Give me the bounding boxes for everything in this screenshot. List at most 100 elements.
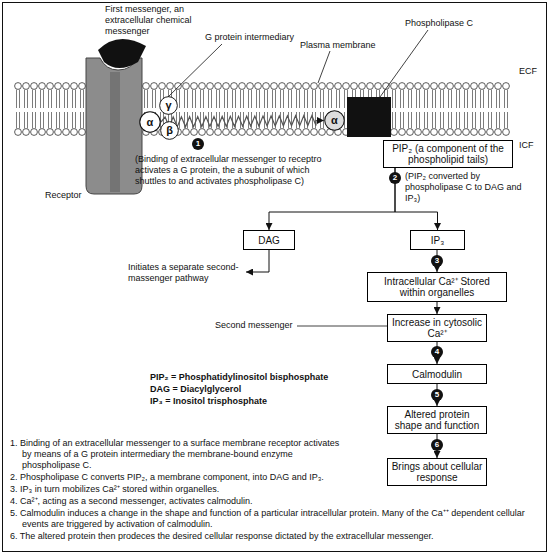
lipid-head <box>303 129 310 136</box>
lipid-tail <box>464 90 465 109</box>
lipid-tail <box>179 90 180 109</box>
list-item: 4. Ca²⁺, acting as a second messenger, a… <box>10 496 540 507</box>
lipid-head <box>183 129 190 136</box>
circle-shape <box>160 97 178 115</box>
flow-arrow <box>161 116 324 127</box>
lipid-tail <box>480 90 481 109</box>
lipid-tail <box>296 90 297 109</box>
lipid-tail <box>59 112 60 129</box>
lipid-tail <box>331 90 332 109</box>
lipid-head <box>351 83 358 90</box>
lipid-tail <box>275 90 276 109</box>
callout-number: 1 <box>192 138 204 150</box>
lipid-tail <box>27 90 28 109</box>
lipid-head <box>167 83 174 90</box>
lipid-tail <box>427 112 428 129</box>
lipid-tail <box>40 112 41 129</box>
list-item: 5. Calmodulin induces a change in the sh… <box>10 508 540 530</box>
lipid-head <box>479 129 486 136</box>
process-box: Calmodulin <box>387 364 487 384</box>
node-text: DAG <box>258 235 280 246</box>
lipid-tail <box>248 90 249 109</box>
lipid-tail <box>472 112 473 129</box>
circle-shape <box>161 122 179 140</box>
lipid-tail <box>491 112 492 129</box>
lipid-tail <box>208 90 209 109</box>
node-text: Intracellular Ca²⁺ Stored within organel… <box>371 276 503 298</box>
lipid-tail <box>424 112 425 129</box>
lipid-head <box>471 83 478 90</box>
lipid-tail <box>280 90 281 109</box>
lipid-head <box>159 83 166 90</box>
g-protein-subunit: α <box>139 111 161 133</box>
lipid-head <box>279 129 286 136</box>
leader-line <box>318 51 330 83</box>
lipid-tail <box>24 90 25 109</box>
lipid-tail <box>211 90 212 109</box>
lipid-tail <box>408 90 409 109</box>
receptor-protein <box>86 58 142 194</box>
node-text: Calmodulin <box>412 369 462 380</box>
numbered-list: 1. Binding of an extracellular messenger… <box>10 438 540 543</box>
lipid-head <box>199 83 206 90</box>
lipid-tail <box>35 112 36 129</box>
note: (PIP₂ converted by phospholipase C to DA… <box>405 171 523 204</box>
list-item: 6. The altered protein then prodeces the… <box>10 531 540 542</box>
lipid-tail <box>339 90 340 109</box>
lipid-tail <box>416 112 417 129</box>
lipid-tail <box>315 90 316 109</box>
lipid-tail <box>288 90 289 109</box>
note: Initiates a separate second-massenger pa… <box>128 262 243 284</box>
lipid-head <box>191 83 198 90</box>
leader-line <box>297 326 387 327</box>
lipid-tail <box>67 112 68 129</box>
lipid-head <box>287 83 294 90</box>
lipid-tail <box>432 112 433 129</box>
lipid-tail <box>19 112 20 129</box>
node-text: Brings about cellular response <box>391 461 483 483</box>
frame <box>3 3 547 552</box>
lipid-tail <box>43 90 44 109</box>
lipid-tail <box>435 90 436 109</box>
lipid-head <box>399 129 406 136</box>
lipid-tail <box>155 90 156 109</box>
lipid-head <box>423 129 430 136</box>
lipid-tail <box>232 90 233 109</box>
lipid-head <box>439 83 446 90</box>
lipid-head <box>247 83 254 90</box>
process-box: Increase in cytosolic Ca²⁺ <box>387 314 487 342</box>
process-box: Brings about cellular response <box>387 458 487 486</box>
lipid-tail <box>216 90 217 109</box>
lipid-head <box>71 83 78 90</box>
first-messenger-molecule <box>98 39 146 68</box>
lipid-tail <box>80 112 81 129</box>
callout-number: 2 <box>389 172 401 184</box>
lipid-head <box>175 83 182 90</box>
lipid-tail <box>395 112 396 129</box>
callout-number: 4 <box>431 346 443 358</box>
process-box: PIP₂ (a component of the phospholipid ta… <box>383 140 513 168</box>
lipid-head <box>255 129 262 136</box>
part-name: Plasma membrane <box>300 40 376 51</box>
lipid-head <box>231 129 238 136</box>
lipid-tail <box>451 90 452 109</box>
lipid-head <box>39 83 46 90</box>
lipid-head <box>415 129 422 136</box>
lipid-head <box>47 129 54 136</box>
lipid-tail <box>200 90 201 109</box>
lipid-head <box>263 83 270 90</box>
lipid-head <box>143 83 150 90</box>
phospholipase-c-enzyme <box>347 97 391 137</box>
lipid-tail <box>451 112 452 129</box>
g-protein-subunit: β <box>160 121 179 140</box>
lipid-tail <box>224 90 225 109</box>
lipid-tail <box>259 90 260 109</box>
lipid-tail <box>400 112 401 129</box>
lipid-head <box>431 129 438 136</box>
lipid-tail <box>443 90 444 109</box>
lipid-head <box>31 83 38 90</box>
lipid-head <box>207 129 214 136</box>
lipid-head <box>223 129 230 136</box>
lipid-head <box>343 83 350 90</box>
lipid-head <box>271 83 278 90</box>
